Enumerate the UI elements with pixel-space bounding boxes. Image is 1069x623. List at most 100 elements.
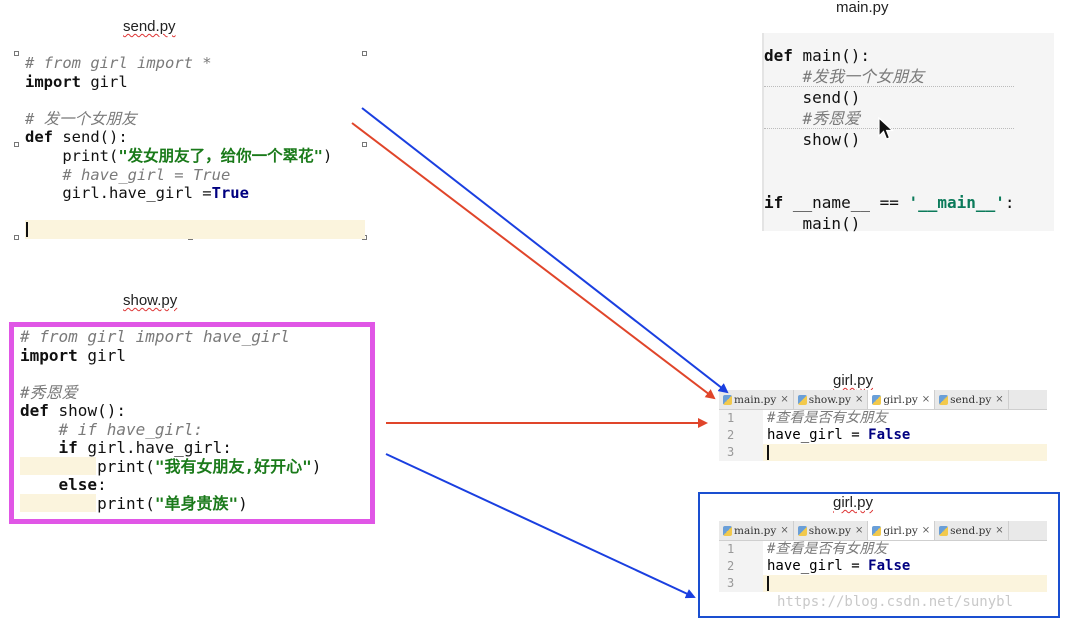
- close-icon[interactable]: ×: [921, 525, 931, 536]
- code-token: #查看是否有女朋友: [767, 541, 888, 557]
- close-icon[interactable]: ×: [995, 525, 1004, 536]
- close-icon[interactable]: ×: [854, 525, 864, 536]
- resize-handle[interactable]: [14, 235, 19, 240]
- python-file-icon: [797, 394, 807, 405]
- tab-main-py[interactable]: main.py×: [719, 521, 794, 540]
- line-text[interactable]: #查看是否有女朋友: [763, 541, 1047, 558]
- code-token: #秀恩爱: [764, 109, 861, 128]
- editor-line: 3: [719, 444, 1047, 461]
- resize-handle[interactable]: [362, 142, 367, 147]
- watermark: https://blog.csdn.net/sunybl: [777, 594, 1014, 610]
- code-token: send():: [53, 128, 128, 147]
- code-token: main():: [792, 46, 870, 65]
- code-token: print(: [20, 493, 155, 513]
- line-text[interactable]: [763, 444, 1047, 461]
- code-token: if: [764, 193, 784, 212]
- resize-handle[interactable]: [14, 142, 19, 147]
- code-token: have_girl =: [767, 558, 869, 574]
- code-line: send(): [764, 87, 1014, 108]
- tab-main-py[interactable]: main.py×: [719, 390, 794, 409]
- code-token: have_girl =: [767, 427, 869, 443]
- close-icon[interactable]: ×: [995, 394, 1004, 405]
- code-line: # 发一个女朋友: [25, 110, 332, 129]
- close-icon[interactable]: ×: [780, 394, 789, 405]
- tab-show-py[interactable]: show.py×: [794, 521, 869, 540]
- python-file-icon: [723, 394, 732, 405]
- show-caption: show.py: [123, 292, 178, 309]
- tab-send-py[interactable]: send.py×: [935, 521, 1009, 540]
- python-file-icon: [939, 394, 949, 405]
- tab-send-py[interactable]: send.py×: [935, 390, 1009, 409]
- main-code: def main(): #发我一个女朋友 send() #秀恩爱 show()i…: [764, 45, 1015, 234]
- girl-caption-bottom: girl.py: [833, 494, 874, 511]
- code-token: girl.have_girl:: [77, 438, 232, 457]
- tab-bar: main.py×show.py×girl.py×send.py×: [719, 390, 1047, 410]
- tab-label: send.py: [950, 524, 992, 537]
- code-token: girl: [81, 72, 128, 91]
- tab-girl-py[interactable]: girl.py×: [868, 521, 936, 540]
- indent-highlight: [20, 457, 96, 475]
- line-number: 2: [719, 427, 763, 444]
- tab-girl-py[interactable]: girl.py×: [868, 390, 936, 409]
- code-token: #发我一个女朋友: [764, 67, 925, 86]
- code-line: #秀恩爱: [20, 383, 321, 403]
- code-line: print("我有女朋友,好开心"): [20, 456, 322, 477]
- girl-editor-top: main.py×show.py×girl.py×send.py× 1#查看是否有…: [719, 390, 1047, 461]
- tab-bar: main.py×show.py×girl.py×send.py×: [719, 521, 1047, 541]
- line-text[interactable]: have_girl = False: [763, 427, 1047, 444]
- code-token: import: [25, 72, 81, 91]
- code-token: '__main__': [908, 193, 1005, 212]
- code-line: def main():: [764, 45, 1014, 66]
- line-text[interactable]: [763, 575, 1047, 592]
- code-token: girl: [77, 345, 126, 365]
- code-token: show():: [48, 401, 126, 420]
- code-token: ): [238, 493, 248, 513]
- close-icon[interactable]: ×: [780, 525, 789, 536]
- code-line: print("发女朋友了，给你一个翠花"): [25, 147, 332, 166]
- code-token: def: [25, 128, 53, 147]
- resize-handle[interactable]: [14, 51, 19, 56]
- main-caption: main.py: [836, 0, 889, 16]
- code-token: #查看是否有女朋友: [767, 410, 888, 426]
- code-token: __name__ ==: [783, 193, 909, 212]
- code-token: # have_girl = True: [25, 165, 231, 184]
- code-token: import: [20, 345, 78, 365]
- line-text[interactable]: have_girl = False: [763, 558, 1047, 575]
- python-file-icon: [939, 525, 949, 536]
- tab-label: girl.py: [883, 393, 918, 406]
- girl-editor-bottom: main.py×show.py×girl.py×send.py× 1#查看是否有…: [719, 521, 1047, 592]
- close-icon[interactable]: ×: [854, 394, 864, 405]
- close-icon[interactable]: ×: [921, 394, 931, 405]
- code-token: main(): [764, 214, 861, 233]
- tab-label: main.py: [734, 524, 777, 537]
- tab-label: send.py: [950, 393, 992, 406]
- code-token: # from girl import *: [25, 54, 212, 72]
- code-token: # if have_girl:: [20, 419, 204, 439]
- python-file-icon: [872, 394, 882, 405]
- code-token: :: [97, 475, 107, 494]
- resize-handle[interactable]: [362, 51, 367, 56]
- girl-caption-top: girl.py: [833, 372, 874, 389]
- code-token: def: [20, 401, 49, 420]
- code-line: def send():: [25, 128, 332, 147]
- line-text[interactable]: #查看是否有女朋友: [763, 410, 1047, 427]
- code-token: ): [311, 456, 322, 476]
- code-line: print("单身贵族"): [20, 493, 321, 514]
- code-token: # from girl import have_girl: [20, 327, 290, 346]
- tab-label: show.py: [808, 393, 851, 406]
- code-token: ): [323, 146, 333, 165]
- code-token: "单身贵族": [154, 493, 239, 513]
- code-token: print(: [25, 146, 119, 165]
- tab-show-py[interactable]: show.py×: [794, 390, 869, 409]
- code-token: def: [764, 46, 793, 65]
- tab-label: show.py: [808, 524, 851, 537]
- code-line: #发我一个女朋友: [764, 66, 1015, 87]
- code-token: False: [868, 558, 911, 574]
